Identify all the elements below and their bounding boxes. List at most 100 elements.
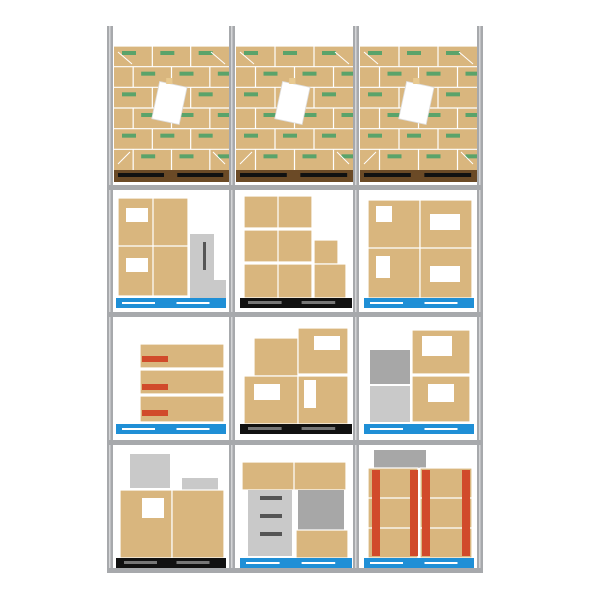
wrap-line — [212, 151, 226, 165]
green-label — [368, 133, 382, 138]
green-label — [198, 51, 213, 55]
rack-frame — [107, 26, 483, 573]
rack-loads — [114, 45, 480, 568]
green-label — [446, 51, 460, 55]
green-label — [217, 113, 232, 117]
rack-beam — [107, 440, 483, 445]
green-label — [426, 71, 441, 76]
green-label — [244, 92, 258, 97]
green-label — [263, 71, 278, 76]
rack-beam — [107, 568, 483, 573]
pallet-slot — [118, 173, 164, 177]
green-label — [302, 71, 317, 76]
green-label — [198, 133, 213, 138]
green-label — [283, 51, 297, 55]
blue-pallet — [364, 558, 474, 568]
filing-cabinet — [248, 490, 292, 556]
green-label — [122, 92, 136, 97]
pallet-slot — [364, 173, 411, 177]
grey-crate — [370, 386, 410, 422]
shipping-document — [274, 81, 311, 125]
pallet-slot — [246, 562, 280, 564]
green-label — [465, 71, 480, 76]
blue-pallet — [364, 424, 474, 434]
red-tape — [142, 410, 168, 416]
green-label — [302, 113, 317, 117]
true — [313, 239, 339, 265]
drawer-handle — [260, 496, 282, 500]
green-label — [141, 113, 156, 117]
pallet-slot — [122, 302, 155, 304]
green-label — [244, 133, 258, 138]
cardboard-box — [313, 263, 347, 299]
green-label — [426, 113, 441, 117]
green-label — [322, 133, 336, 138]
wrap-line — [334, 51, 350, 65]
grey-crate — [298, 490, 344, 530]
blue-pallet — [364, 298, 474, 308]
box-label — [254, 384, 280, 400]
wrap-line — [239, 151, 253, 165]
upright-highlight — [231, 26, 233, 570]
green-label — [217, 154, 232, 159]
blue-pallet — [116, 424, 226, 434]
green-label — [198, 92, 213, 97]
grey-crate — [190, 280, 226, 298]
green-label — [407, 51, 421, 55]
green-label — [341, 113, 356, 117]
red-tape — [142, 384, 168, 390]
green-label — [465, 154, 480, 159]
document-tape — [166, 78, 173, 84]
pallet-slot — [424, 302, 458, 304]
box-label — [430, 214, 460, 230]
pallet-slot — [301, 301, 336, 304]
box-label — [304, 380, 316, 408]
green-label — [217, 71, 232, 76]
green-label — [426, 154, 441, 159]
pallet-slot — [177, 173, 224, 177]
green-label — [160, 51, 175, 55]
true — [253, 337, 299, 377]
green-label — [302, 154, 317, 159]
pallet-slot — [124, 561, 157, 564]
box-label — [428, 384, 454, 402]
green-label — [263, 154, 278, 159]
green-label — [141, 71, 156, 76]
green-label — [179, 71, 194, 76]
pallet-slot — [424, 428, 458, 430]
blue-pallet — [116, 298, 226, 308]
drawer-handle — [260, 532, 282, 536]
upright-highlight — [109, 26, 111, 570]
green-label — [322, 51, 336, 55]
pallet-slot — [122, 428, 155, 430]
green-label — [407, 133, 421, 138]
pallet-slot — [370, 562, 403, 564]
wrap-line — [460, 151, 474, 165]
box-label — [126, 258, 148, 272]
red-tape — [142, 356, 168, 362]
box-label — [314, 336, 340, 350]
black-pallet — [240, 424, 352, 434]
blue-pallet — [240, 558, 352, 568]
box-label — [430, 266, 460, 282]
pallet-slot — [424, 562, 458, 564]
appliance-fridge — [190, 234, 214, 280]
rack-beam — [107, 185, 483, 190]
wrap-line — [458, 51, 474, 65]
box-label — [376, 256, 390, 278]
green-label — [244, 51, 258, 55]
cardboard-box — [295, 529, 349, 559]
green-label — [141, 154, 156, 159]
upright-highlight — [479, 26, 481, 570]
black-pallet — [116, 558, 226, 568]
pallet-slot — [370, 428, 403, 430]
grey-crate — [182, 478, 218, 490]
green-label — [179, 154, 194, 159]
cardboard-box — [297, 327, 349, 375]
green-label — [446, 133, 460, 138]
green-label — [122, 51, 136, 55]
pallet-slot — [300, 173, 348, 177]
pallet-slot — [301, 427, 336, 430]
green-label — [368, 51, 382, 55]
